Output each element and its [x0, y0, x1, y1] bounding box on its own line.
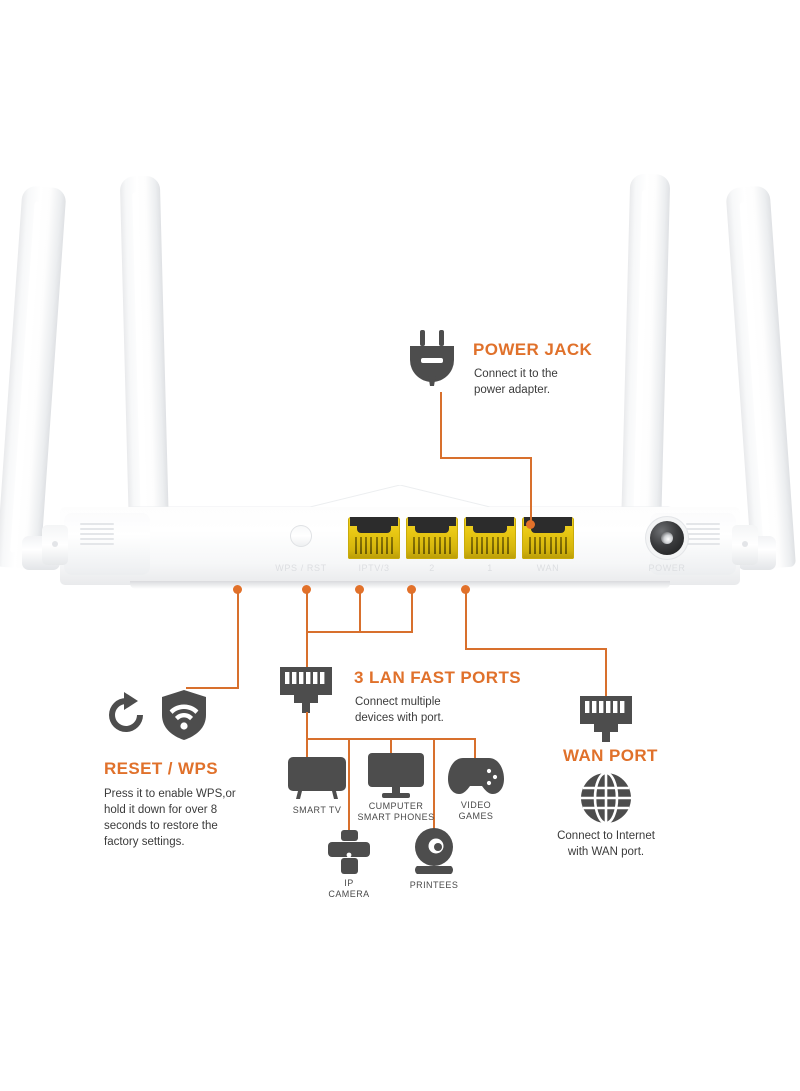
- wan-port-body-line2: with WAN port.: [567, 846, 645, 858]
- leader-wan-to-icon: [605, 648, 607, 696]
- antenna-1: [0, 185, 67, 570]
- power-jack-title: POWER JACK: [473, 340, 593, 359]
- reset-wps-body-line3: seconds to restore the: [104, 820, 218, 832]
- wan-port-label: WAN: [536, 563, 560, 573]
- leader-power-vertical-a: [440, 392, 442, 458]
- tv-icon: [288, 757, 346, 799]
- rj45-port-icon-wan: [580, 696, 632, 742]
- device-label-computer-line2: SMART PHONES: [357, 812, 435, 822]
- device-label-ip-camera-line1: IP: [344, 878, 354, 888]
- port-pins: [355, 537, 393, 554]
- leader-wps-horizontal: [186, 687, 239, 689]
- globe-icon: [581, 773, 631, 823]
- lan-port-label-2: 2: [429, 563, 435, 573]
- monitor-icon: [368, 753, 424, 798]
- wifi-shield-icon: [162, 690, 206, 740]
- screw-left: [52, 541, 58, 547]
- lan-port-label-1: 1: [487, 563, 493, 573]
- reset-wps-title: RESET / WPS: [104, 759, 218, 778]
- port-mouth: [524, 517, 572, 533]
- reset-wps-body-line2: hold it down for over 8: [104, 804, 218, 816]
- wps-reset-button[interactable]: [290, 525, 312, 547]
- leader-power-vertical-b: [530, 457, 532, 525]
- port-pins: [471, 537, 509, 554]
- power-jack-body-line1: Connect it to the: [474, 368, 558, 380]
- router-chassis: WPS / RST IPTV/3 2: [42, 485, 758, 595]
- chassis-wing-left: [64, 513, 150, 575]
- power-jack-socket[interactable]: [650, 521, 684, 555]
- device-label-video-games-line1: VIDEO: [460, 800, 492, 810]
- reset-wps-body-line4: factory settings.: [104, 836, 185, 848]
- printer-cam-icon: [415, 828, 453, 874]
- lan-ports-body-line1: Connect multiple: [355, 696, 441, 708]
- port-mouth: [408, 517, 456, 533]
- side-cap-right: [732, 525, 758, 565]
- leader-device-video-games: [474, 738, 476, 760]
- chassis-base-shadow: [130, 581, 670, 589]
- anchor-dot-lan-iptv3: [302, 585, 311, 594]
- anchor-dot-wps: [233, 585, 242, 594]
- anchor-dot-lan-2: [355, 585, 364, 594]
- leader-lan-to-icon: [306, 592, 308, 670]
- rj45-port-icon-lan: [280, 667, 332, 713]
- device-label-computer-line1: CUMPUTER: [368, 801, 424, 811]
- chassis-front-face: [60, 507, 740, 585]
- leader-device-computer: [390, 738, 392, 760]
- anchor-dot-wan: [461, 585, 470, 594]
- wan-port-hardware[interactable]: WAN: [522, 517, 574, 573]
- lan-port-2[interactable]: 2: [406, 517, 458, 573]
- leader-device-ip-camera: [348, 738, 350, 830]
- leader-lan-icon-to-bus: [306, 712, 308, 739]
- leader-lan-bus: [306, 631, 413, 633]
- anchor-dot-lan-1: [407, 585, 416, 594]
- lan-port-iptv3[interactable]: IPTV/3: [348, 517, 400, 573]
- reset-arrow-icon: [109, 692, 143, 732]
- device-label-video-games-line2: GAMES: [458, 811, 494, 821]
- lan-port-1[interactable]: 1: [464, 517, 516, 573]
- leader-wps-vertical: [237, 592, 239, 688]
- leader-power-horizontal: [440, 457, 532, 459]
- router-hardware-image: WPS / RST IPTV/3 2: [0, 160, 800, 610]
- power-jack-body-line2: power adapter.: [474, 384, 551, 396]
- screw-right: [742, 541, 748, 547]
- power-jack-label: POWER: [648, 563, 686, 573]
- vent-slots-right: [686, 523, 720, 549]
- anchor-dot-power-jack: [526, 520, 535, 529]
- leader-device-printer: [433, 738, 435, 830]
- reset-wps-body-line1: Press it to enable WPS,or: [104, 788, 236, 800]
- ip-camera-icon: [328, 830, 370, 874]
- leader-lan2-drop: [359, 592, 361, 632]
- wan-port-title: WAN PORT: [563, 746, 658, 765]
- port-pins: [413, 537, 451, 554]
- leader-wan-horizontal: [465, 648, 606, 650]
- device-label-smart-tv-line1: SMART TV: [292, 805, 342, 815]
- lan-port-label-iptv3: IPTV/3: [358, 563, 390, 573]
- port-pins: [529, 537, 567, 554]
- leader-lan1-drop: [411, 592, 413, 632]
- rear-port-panel: WPS / RST IPTV/3 2: [200, 517, 685, 581]
- device-label-ip-camera-line2: CAMERA: [328, 889, 370, 899]
- device-label-printer-line1: PRINTEES: [409, 880, 459, 890]
- port-mouth: [350, 517, 398, 533]
- lan-ports-body-line2: devices with port.: [355, 712, 444, 724]
- port-mouth: [466, 517, 514, 533]
- leader-wan-vertical: [465, 592, 467, 649]
- leader-device-smart-tv: [306, 738, 308, 760]
- wps-reset-label: WPS / RST: [275, 563, 327, 573]
- wan-port-body-line1: Connect to Internet: [557, 830, 655, 842]
- side-cap-left: [42, 525, 68, 565]
- lan-ports-title: 3 LAN FAST PORTS: [354, 668, 521, 687]
- vent-slots-left: [80, 523, 114, 549]
- gamepad-icon: [448, 758, 504, 794]
- power-plug-icon: [410, 330, 454, 386]
